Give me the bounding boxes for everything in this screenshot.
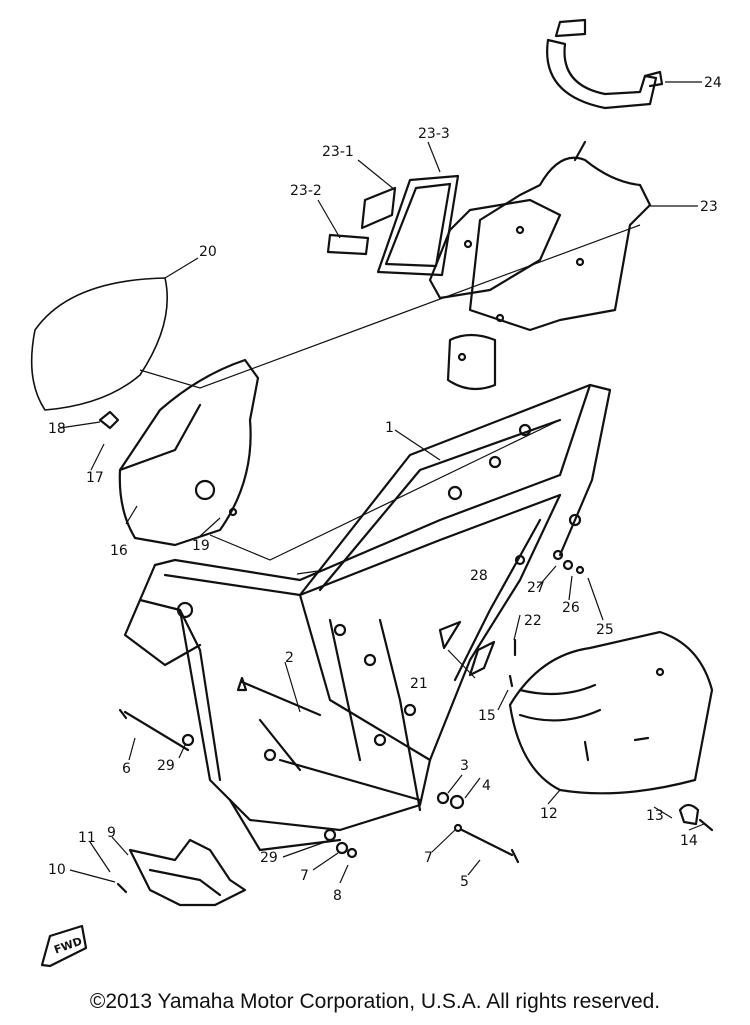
callout-17: 17 — [86, 470, 104, 486]
main-frame-part — [123, 383, 612, 852]
callout-15: 15 — [478, 708, 496, 724]
callout-16: 16 — [110, 543, 128, 559]
callout-9: 9 — [107, 825, 116, 841]
leader-lines — [59, 81, 705, 884]
fwd-arrow-icon — [40, 924, 88, 968]
callout-6: 6 — [122, 761, 131, 777]
callout-3: 3 — [460, 758, 469, 774]
callout-4: 4 — [482, 778, 491, 794]
callout-2: 2 — [285, 650, 294, 666]
callout-7-right: 7 — [424, 850, 433, 866]
callout-11: 11 — [78, 830, 96, 846]
callout-27: 27 — [527, 580, 545, 596]
callout-29-upper: 29 — [157, 758, 175, 774]
fender-seal-part — [326, 174, 460, 277]
skid-plate-part — [128, 838, 247, 907]
callout-23-1: 23-1 — [322, 144, 354, 160]
callout-26: 26 — [562, 600, 580, 616]
callout-14: 14 — [680, 833, 698, 849]
callout-28: 28 — [470, 568, 488, 584]
grab-bar-part — [546, 18, 664, 110]
callout-22: 22 — [524, 613, 542, 629]
callout-12: 12 — [540, 806, 558, 822]
callout-20: 20 — [199, 244, 217, 260]
callout-29-lower: 29 — [260, 850, 278, 866]
callout-18: 18 — [48, 421, 66, 437]
callout-labels: 24 23 23-3 23-1 23-2 20 1 18 17 16 19 28… — [48, 75, 722, 957]
callout-10: 10 — [48, 862, 66, 878]
callout-25: 25 — [596, 622, 614, 638]
air-cleaner-cover-part — [98, 358, 260, 547]
side-cover-part — [508, 630, 714, 795]
callout-23: 23 — [700, 199, 718, 215]
callout-13: 13 — [646, 808, 664, 824]
rear-fender-part — [428, 140, 652, 391]
bolts-part — [118, 676, 520, 864]
callout-8: 8 — [333, 888, 342, 904]
callout-5: 5 — [460, 874, 469, 890]
callout-21: 21 — [410, 676, 428, 692]
fwd-label: FWD — [52, 935, 83, 957]
callout-19: 19 — [192, 538, 210, 554]
callout-7-left: 7 — [300, 868, 309, 884]
callout-23-3: 23-3 — [418, 126, 450, 142]
callout-24: 24 — [704, 75, 722, 91]
callout-23-2: 23-2 — [290, 183, 322, 199]
fasteners-part — [116, 507, 714, 894]
copyright-notice: ©2013 Yamaha Motor Corporation, U.S.A. A… — [89, 990, 661, 1013]
callout-1: 1 — [385, 420, 394, 436]
air-filter-part — [30, 277, 168, 411]
